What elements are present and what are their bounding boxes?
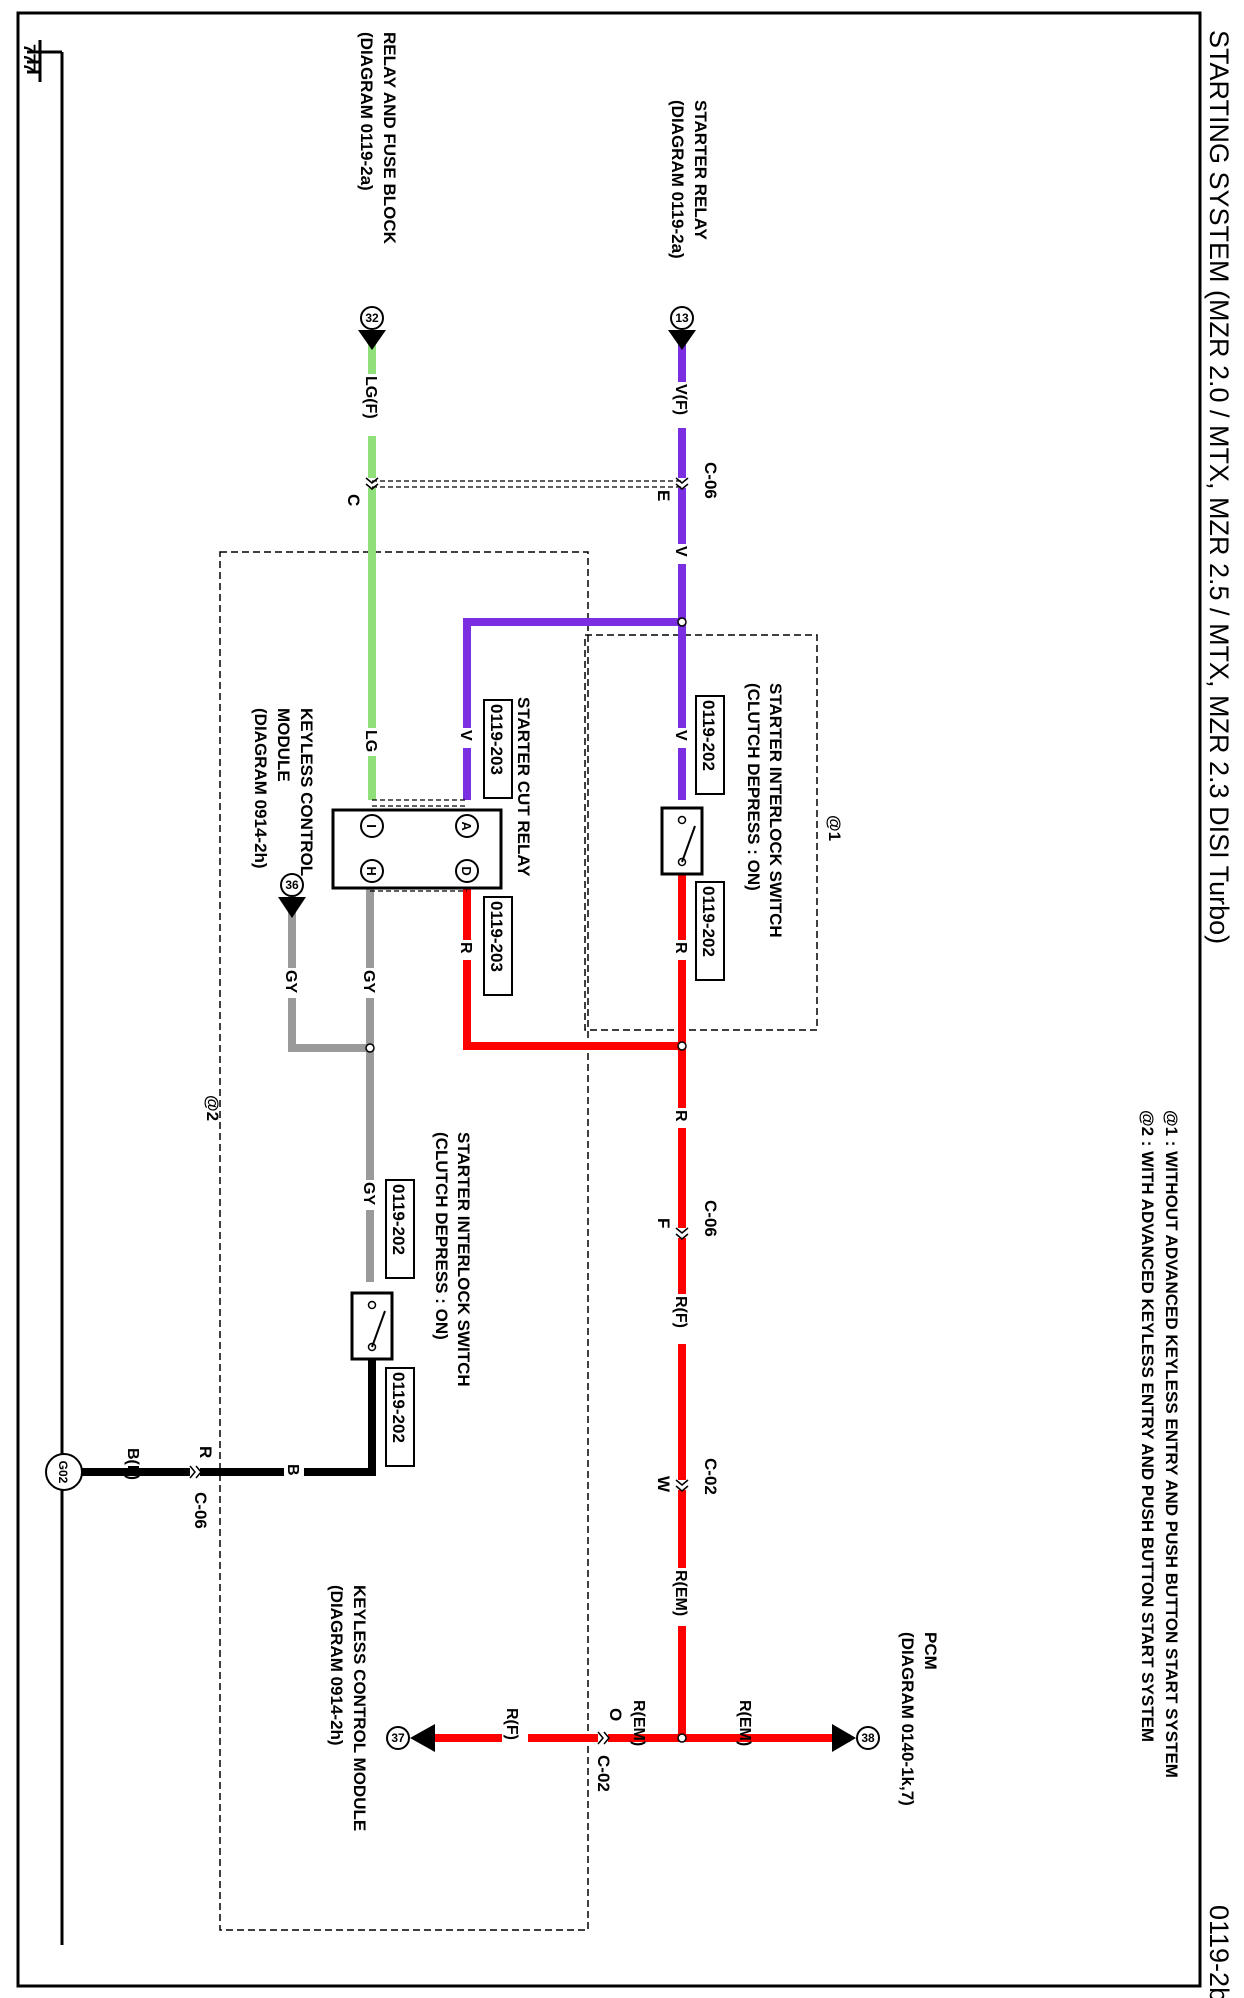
group-box-2 [219,551,589,1931]
wire-labels [282,374,692,1748]
wire-label-b-f: B(F) [124,1448,141,1480]
wire-label-gy-1: GY [360,970,377,993]
connector-c02-pin-w: W [654,1476,673,1493]
wire-label-v-1: V [672,546,689,557]
pin-37: 37 [391,1731,405,1745]
connector-marks [189,477,692,1748]
wire-label-r-f-2: R(F) [503,1708,520,1740]
page-border [16,11,1202,1988]
connector-c06-ground: C-06 [191,1492,210,1529]
wire-label-r-2: R [457,942,474,954]
keyless-mid-line2: MODULE [274,708,293,782]
interlock-switch-2-icon [350,1291,394,1361]
ref-box-interlock1-a [695,695,725,795]
ref-box-relay-a [483,699,513,799]
wire-label-v-3: V [457,730,474,741]
ground-g02-label: G02 [56,1461,70,1484]
terminal-relay-fuse-block [358,306,386,350]
connector-c06-pin-e: E [654,490,673,501]
wire-label-r-em-1: R(EM) [672,1570,689,1616]
relay-pin-d: D [459,866,474,875]
terminal-keyless-mid [278,873,306,918]
svg-text:0119-202: 0119-202 [389,1372,408,1443]
interlock1-name: STARTER INTERLOCK SWITCH [766,683,785,938]
ground-g02 [45,1453,83,1491]
connector-c02-bottom: C-02 [594,1755,613,1792]
wire-label-r-em-2: R(EM) [736,1700,753,1746]
interlock2-name: STARTER INTERLOCK SWITCH [454,1132,473,1387]
wire-black-ground [64,1360,376,1476]
wire-label-b: B [284,1464,301,1476]
pcm-diagram: (DIAGRAM 0140-1k,7) [898,1632,917,1806]
starter-relay-label: STARTER RELAY [691,100,710,240]
wire-label-r-f: R(F) [672,1296,689,1328]
wire-label-v-f: V(F) [672,384,689,415]
wire-label-lg: LG [362,730,379,752]
note-1: @1 : WITHOUT ADVANCED KEYLESS ENTRY AND … [1162,1110,1181,1778]
interlock1-condition: (CLUTCH DEPRESS : ON) [744,683,763,891]
relay-fuse-block-label: RELAY AND FUSE BLOCK [380,32,399,245]
keyless-bottom-label: KEYLESS CONTROL MODULE [350,1585,369,1831]
wire-label-r-3: R [672,1110,689,1122]
terminal-starter-relay [668,306,696,350]
diagram-title: STARTING SYSTEM (MZR 2.0 / MTX, MZR 2.5 … [1204,30,1234,944]
ref-box-interlock2-a [385,1179,415,1279]
wire-gray-branch [288,885,370,1052]
relay-pin-a: A [459,821,474,831]
connector-c06-pin-r: R [196,1446,215,1458]
terminal-keyless-bottom [386,1724,435,1752]
relay-pin-h: H [364,866,379,875]
starter-relay-diagram: (DIAGRAM 0119-2a) [668,100,687,259]
connector-c06-mid: C-06 [701,1200,720,1237]
starter-cut-relay-label: STARTER CUT RELAY [514,697,533,877]
wire-label-v-2: V [672,730,689,741]
svg-text:0119-202: 0119-202 [699,886,718,957]
keyless-bottom-diagram: (DIAGRAM 0914-2h) [327,1585,346,1746]
ref-box-relay-b [483,896,513,996]
wire-label-r-em-3: R(EM) [630,1700,647,1746]
ref-box-interlock2-b [385,1367,415,1467]
group-label-1: @1 [825,815,844,841]
connector-c06-top: C-06 [701,462,720,499]
pin-36: 36 [285,878,299,892]
wire-red-relay [463,885,682,1050]
connector-c02-mid: C-02 [701,1458,720,1495]
relay-pin-i: I [364,824,379,828]
svg-text:0119-202: 0119-202 [699,700,718,771]
keyless-mid-line1: KEYLESS CONTROL [297,708,316,876]
connector-c06-pin-f: F [654,1218,673,1228]
wire-label-lg-f: LG(F) [362,376,379,419]
pin-38: 38 [861,1731,875,1745]
pcm-label: PCM [921,1632,940,1670]
connector-c06-pin-c: C [344,494,363,506]
ground-symbol-icon [27,40,62,82]
ground-symbol-label: 777 [20,44,39,72]
interlock2-condition: (CLUTCH DEPRESS : ON) [432,1132,451,1340]
wire-label-r-1: R [672,942,689,954]
pin-32: 32 [365,311,379,325]
svg-text:0119-203: 0119-203 [487,704,506,775]
ref-box-interlock1-b [695,881,725,981]
page-code: 0119-2b [1204,1905,1234,1998]
pin-13: 13 [675,311,689,325]
group-box-1 [584,634,818,1031]
splice-dots [365,617,687,1743]
relay-pins [360,814,479,883]
svg-text:0119-202: 0119-202 [389,1184,408,1255]
interlock-switch-1-icon [660,806,704,876]
svg-text:0119-203: 0119-203 [487,901,506,972]
keyless-mid-diagram: (DIAGRAM 0914-2h) [251,708,270,869]
wire-label-gy-3: GY [360,1182,377,1205]
group-label-2: @2 [203,1095,222,1121]
wire-label-gy-2: GY [282,970,299,993]
terminal-pcm [832,1724,880,1752]
note-2: @2 : WITH ADVANCED KEYLESS ENTRY AND PUS… [1138,1110,1157,1742]
connector-c02-pin-o: O [606,1708,625,1721]
relay-fuse-block-diagram: (DIAGRAM 0119-2a) [357,32,376,191]
